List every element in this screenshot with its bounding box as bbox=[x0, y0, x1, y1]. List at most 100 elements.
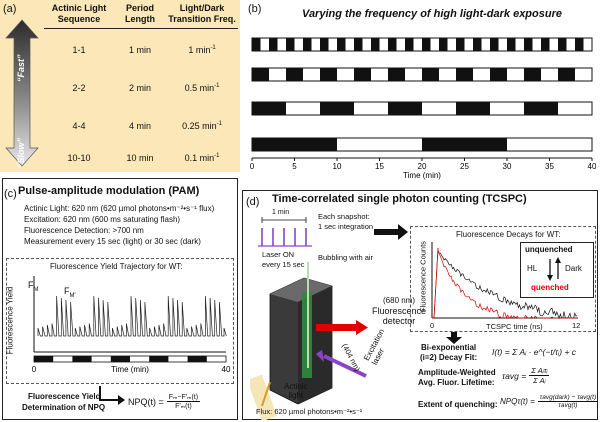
snapshot-text: Each snapshot: 1 sec integration bbox=[318, 212, 374, 231]
x-tick-label: 40 bbox=[588, 162, 596, 171]
panel-a-label: (a) bbox=[3, 3, 17, 15]
light-block bbox=[303, 38, 312, 51]
light-block bbox=[524, 102, 558, 115]
detector-label: (680 nm) Fluorescence detector bbox=[372, 296, 427, 326]
x-axis-label: Time (min) bbox=[403, 171, 441, 180]
table-cell: 2-2 bbox=[72, 83, 86, 93]
laser-on-text: Laser ON every 15 sec bbox=[262, 250, 305, 269]
fit-label: Bi-exponential (i=2) Decay Fit: bbox=[420, 343, 478, 362]
x-tick-label: 20 bbox=[418, 162, 427, 171]
table-cell: 2 min bbox=[128, 83, 151, 93]
table-cell: 1 min-1 bbox=[188, 45, 216, 55]
strip-light-block bbox=[34, 356, 54, 362]
strip-light-block bbox=[72, 356, 92, 362]
light-block bbox=[286, 38, 295, 51]
quenched-label: quenched bbox=[531, 283, 569, 292]
x-tick-label: 15 bbox=[375, 162, 384, 171]
pam-plot-frame bbox=[6, 258, 234, 384]
x-tick-label: 5 bbox=[292, 162, 297, 171]
sequence-row-2 bbox=[251, 67, 593, 82]
light-block bbox=[320, 38, 329, 51]
npq-equation: NPQ(t) = Fₘ−F′ₘ(t) F′ₘ(t) bbox=[128, 394, 201, 410]
fluorescence-decay-plot bbox=[431, 242, 578, 320]
x-tick-label: 10 bbox=[333, 162, 342, 171]
excitation-beam bbox=[323, 354, 367, 378]
hl-label: HL bbox=[527, 264, 538, 273]
decay-x0: 0 bbox=[430, 321, 435, 330]
light-block bbox=[252, 38, 261, 51]
unquenched-label: unquenched bbox=[525, 245, 573, 254]
pam-fluorescence-trace bbox=[37, 295, 227, 337]
panel-c-title: Pulse-amplitude modulation (PAM) bbox=[18, 185, 200, 197]
light-block bbox=[490, 68, 507, 81]
light-block bbox=[422, 138, 507, 151]
light-block bbox=[405, 38, 414, 51]
table-cell: 10 min bbox=[126, 153, 154, 163]
table-cell: 10-10 bbox=[67, 153, 91, 163]
light-block bbox=[337, 38, 346, 51]
quenched-decay-trace bbox=[432, 247, 578, 320]
dark-label: Dark bbox=[565, 264, 582, 273]
light-block bbox=[252, 138, 337, 151]
actinic-light-beam bbox=[250, 374, 278, 420]
fm-label: FM bbox=[28, 280, 39, 293]
panel-d-title: Time-correlated single photon counting (… bbox=[272, 193, 527, 205]
x-tick-label: 35 bbox=[545, 162, 554, 171]
panel-b-title: Varying the frequency of high light-dark… bbox=[302, 8, 562, 20]
light-block bbox=[541, 38, 550, 51]
npq-arrow-icon bbox=[99, 386, 125, 405]
light-block bbox=[388, 38, 397, 51]
flux-label: Flux: 620 µmol photons•m⁻²•s⁻¹ bbox=[256, 407, 363, 416]
table-header-rule bbox=[44, 28, 238, 29]
light-block bbox=[269, 38, 278, 51]
light-block bbox=[575, 38, 584, 51]
table-row: 10-10 10 min 0.1 min-1 bbox=[44, 153, 238, 165]
panel-d-frame bbox=[242, 190, 598, 420]
cuvette-setup bbox=[250, 262, 368, 420]
fm-prime-label: FM′ bbox=[64, 286, 76, 299]
panel-d-label: (d) bbox=[246, 196, 260, 208]
light-block bbox=[252, 68, 269, 81]
table-row: 2-2 2 min 0.5 min-1 bbox=[44, 83, 238, 95]
table-cell: 0.1 min-1 bbox=[184, 153, 220, 163]
light-block bbox=[320, 68, 337, 81]
light-block bbox=[354, 38, 363, 51]
light-block bbox=[558, 68, 575, 81]
quench-legend: unquenched HL Dark quenched bbox=[520, 242, 594, 298]
amp-label: Amplitude-Weighted Avg. Fluor. Lifetime: bbox=[418, 368, 496, 387]
table-cell: 1 min bbox=[128, 45, 151, 55]
bubbling-label: Bubbling with air bbox=[318, 253, 374, 262]
strip-light-block bbox=[149, 356, 169, 362]
table-cell: 0.5 min-1 bbox=[184, 83, 220, 93]
light-block bbox=[388, 68, 405, 81]
light-block bbox=[456, 68, 473, 81]
sequence-row-1 bbox=[251, 37, 593, 52]
light-block bbox=[473, 38, 482, 51]
x-tick-label: 0 bbox=[250, 162, 255, 171]
amp-equation: τavg = Σ Aᵢτᵢ Σ Aᵢ bbox=[502, 366, 550, 385]
pam-ylabel: Fluorescence Yield bbox=[5, 286, 15, 355]
speed-arrow bbox=[5, 19, 39, 167]
to-decay-arrow-icon bbox=[374, 224, 408, 240]
pam-setting-detection: Fluorescence Detection: >700 nm bbox=[24, 226, 144, 235]
light-block bbox=[371, 38, 380, 51]
pam-settings: Actinic Light: 620 nm (620 µmol photons•… bbox=[24, 203, 214, 247]
table-cell: 4 min bbox=[128, 121, 151, 131]
light-block bbox=[354, 68, 371, 81]
table-cell: 1-1 bbox=[72, 45, 86, 55]
x-tick-label: 30 bbox=[503, 162, 512, 171]
pam-setting-actinic: Actinic Light: 620 nm (620 µmol photons•… bbox=[24, 204, 215, 213]
panel-c-label: (c) bbox=[4, 188, 17, 200]
arrow-slow-label: “Slow” bbox=[16, 137, 26, 168]
decay-ylabel: Fluorescence Counts bbox=[418, 241, 428, 312]
table-cell: 4-4 bbox=[72, 121, 86, 131]
pam-plot-title: Fluorescence Yield Trajectory for WT: bbox=[50, 262, 183, 271]
pam-x40: 40 bbox=[222, 365, 231, 374]
pam-light-dark-strip bbox=[33, 355, 227, 363]
laser-pulse-train bbox=[258, 217, 312, 247]
